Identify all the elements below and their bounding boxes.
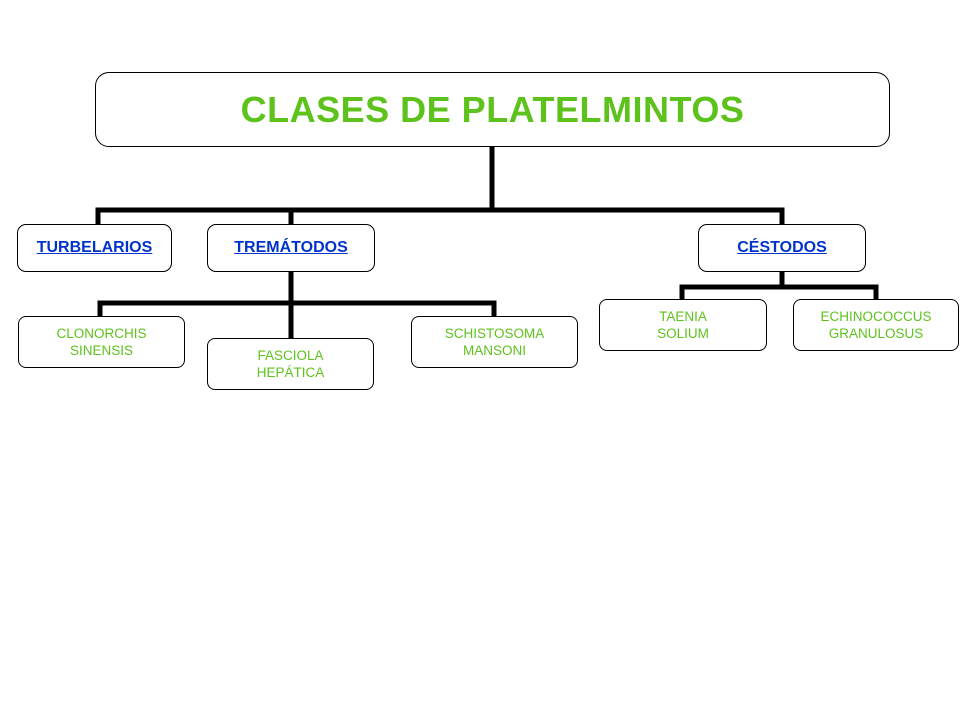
- root-title-box: CLASES DE PLATELMINTOS: [95, 72, 890, 147]
- trematodos-link[interactable]: TREMÁTODOS: [234, 239, 348, 256]
- species-box-fasciola: FASCIOLA HEPÁTICA: [207, 338, 374, 390]
- species-box-schistosoma: SCHISTOSOMA MANSONI: [411, 316, 578, 368]
- echinococcus-label: ECHINOCOCCUS GRANULOSUS: [820, 309, 932, 341]
- cestodos-link[interactable]: CÉSTODOS: [737, 239, 827, 256]
- class-box-cestodos: CÉSTODOS: [698, 224, 866, 272]
- class-box-trematodos: TREMÁTODOS: [207, 224, 375, 272]
- turbelarios-link[interactable]: TURBELARIOS: [36, 239, 153, 256]
- species-box-echinococcus: ECHINOCOCCUS GRANULOSUS: [793, 299, 959, 351]
- clonorchis-label: CLONORCHIS SINENSIS: [56, 326, 147, 358]
- fasciola-label: FASCIOLA HEPÁTICA: [256, 348, 325, 380]
- species-box-clonorchis: CLONORCHIS SINENSIS: [18, 316, 185, 368]
- taenia-label: TAENIA SOLIUM: [657, 309, 709, 341]
- diagram-title: CLASES DE PLATELMINTOS: [240, 88, 745, 130]
- class-box-turbelarios: TURBELARIOS: [17, 224, 172, 272]
- species-box-taenia: TAENIA SOLIUM: [599, 299, 767, 351]
- schistosoma-label: SCHISTOSOMA MANSONI: [444, 326, 545, 358]
